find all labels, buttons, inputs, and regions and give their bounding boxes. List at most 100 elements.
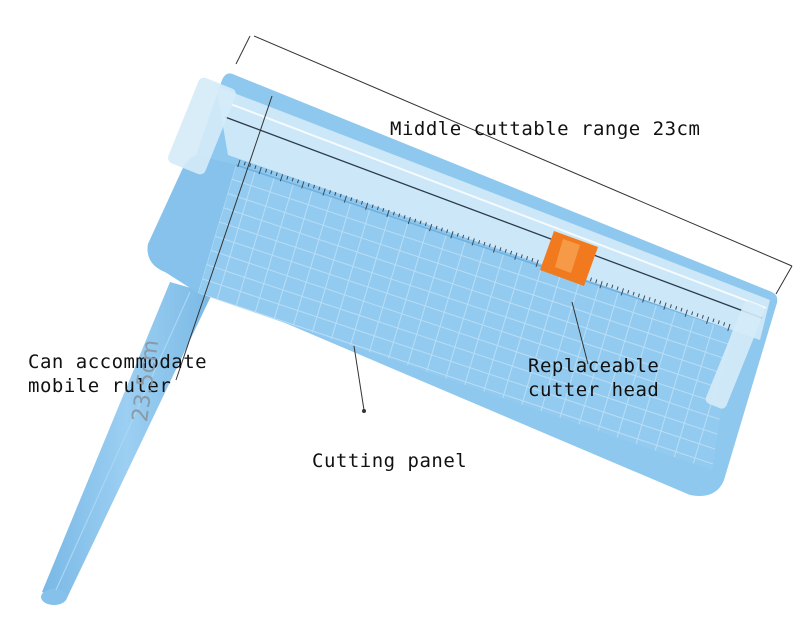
ruler-tick <box>286 175 289 180</box>
ruler-tick <box>467 236 470 241</box>
grid-line <box>198 247 733 464</box>
ruler-tick <box>488 243 491 248</box>
ruler-tick <box>680 307 683 312</box>
ruler-tick <box>371 204 374 209</box>
ruler-tick <box>663 302 667 310</box>
ruler-tick <box>535 259 539 267</box>
ruler-tick <box>531 257 534 262</box>
cutter-label-line2: cutter head <box>528 379 660 401</box>
ruler-tick <box>696 313 699 317</box>
ruler-tick <box>659 300 662 305</box>
ruler-label-line2: mobile ruler <box>28 375 172 397</box>
ruler-tick <box>249 163 252 168</box>
ruler-tick <box>365 202 369 210</box>
ruler-tick <box>514 252 518 260</box>
grid-line <box>198 165 733 378</box>
mobile-ruler-arm <box>41 282 212 605</box>
ruler-tick <box>414 218 417 223</box>
ruler-tick <box>637 293 640 298</box>
ruler-tick <box>343 195 347 203</box>
ruler-tick <box>279 174 284 182</box>
ruler-tick <box>526 256 529 260</box>
ruler-tick <box>435 225 438 230</box>
ruler-tick <box>376 206 379 211</box>
ruler-tick <box>360 200 363 205</box>
ruler-tick <box>322 188 326 196</box>
ruler-tick <box>717 320 720 325</box>
ruler-tick <box>407 216 411 225</box>
ruler-tick <box>446 229 449 234</box>
grid-line <box>198 204 733 421</box>
ruler-tick <box>712 318 715 323</box>
ruler-tick <box>616 286 619 291</box>
ruler-tick <box>599 281 603 289</box>
cutting-panel-label: Cutting panel <box>312 450 468 472</box>
ruler-tick <box>243 161 246 166</box>
grid-line <box>198 276 733 470</box>
ruler-tick <box>403 215 406 219</box>
ruler-tick <box>450 231 454 239</box>
ruler-tick <box>398 213 401 218</box>
cutting-rail <box>168 77 770 409</box>
ruler-tick <box>355 199 358 203</box>
ruler-tick <box>334 191 337 196</box>
ruler-tick <box>307 183 310 187</box>
ruler-tick <box>504 248 507 253</box>
ruler-tick <box>258 166 262 175</box>
ruler-tick <box>653 298 656 303</box>
ruler-tick <box>429 224 433 232</box>
ruler-tick <box>237 159 241 168</box>
ruler-tick <box>462 234 465 239</box>
ruler-tick <box>483 241 486 246</box>
ruler-tick <box>727 323 731 332</box>
ruler-tick <box>478 240 481 244</box>
panel-marker-dot <box>362 409 366 413</box>
ruler-label-line1: Can accommodate <box>28 351 208 373</box>
ruler-tick <box>675 306 678 310</box>
ruler-tick <box>595 279 598 284</box>
ruler-tick <box>627 289 630 294</box>
ruler-tick <box>611 284 614 289</box>
ruler-tick <box>382 207 385 212</box>
cutter-head <box>540 231 598 286</box>
ruler-tick <box>392 211 395 216</box>
ruler-tick <box>691 311 694 316</box>
ruler-tick <box>492 245 497 253</box>
ruler-tick <box>318 186 321 191</box>
ruler-tick <box>648 297 651 301</box>
ruler-tick <box>684 309 688 317</box>
ruler-tick <box>589 277 592 282</box>
ruler-tick <box>620 288 624 296</box>
cut-range-label: Middle cuttable range 23cm <box>390 118 701 140</box>
ruler-tick <box>265 168 268 173</box>
ruler-tick <box>270 170 273 175</box>
ruler-tick <box>669 304 672 309</box>
ruler-tick <box>632 291 635 296</box>
grid-line <box>198 190 733 407</box>
ruler-tick <box>339 193 342 198</box>
ruler-tick <box>275 172 278 177</box>
ruler-tick <box>440 227 443 232</box>
grid-line <box>198 261 733 470</box>
cutter-label-line1: Replaceable <box>528 355 660 377</box>
ruler-tick <box>424 222 427 227</box>
grid-line <box>198 165 245 332</box>
ruler-tick <box>419 220 422 225</box>
ruler-tick <box>291 177 294 182</box>
ruler-tick <box>510 250 513 255</box>
annotation-lines <box>175 35 793 411</box>
ruler-tick <box>520 254 523 259</box>
ruler-tick <box>471 238 475 246</box>
ruler-tick <box>296 179 300 184</box>
grid-line <box>198 233 733 449</box>
ruler-tick <box>328 190 332 194</box>
grid-line <box>198 219 733 435</box>
ruler-tick <box>350 197 353 202</box>
ruler-tick <box>723 322 726 326</box>
ruler-tick <box>701 314 704 319</box>
ruler-tick <box>605 282 608 287</box>
ruler-tick <box>254 165 257 170</box>
ruler-tick <box>705 316 710 325</box>
ruler-tick <box>312 184 316 189</box>
